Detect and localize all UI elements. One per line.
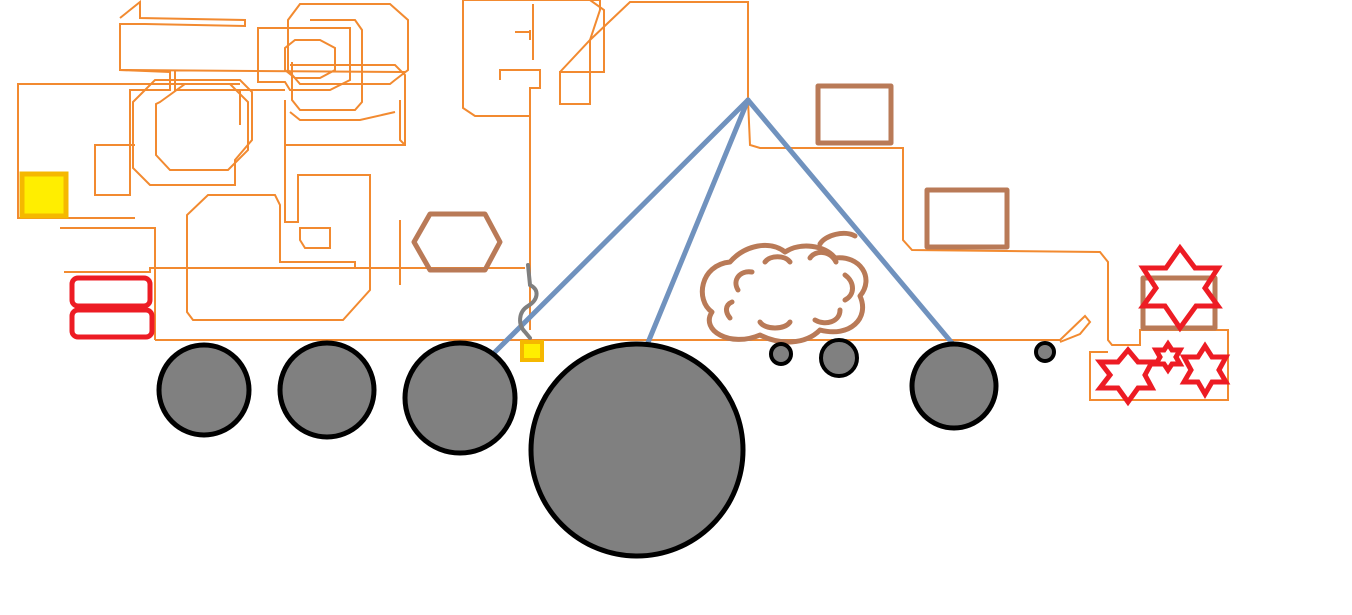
- crane-cables: [492, 97, 955, 355]
- wheel-icon: [402, 340, 518, 456]
- chassis-line: [155, 314, 1092, 343]
- cab-scribble-6: [291, 19, 363, 111]
- cable-left: [492, 97, 751, 355]
- wheel-icon: [528, 341, 746, 559]
- cable-right: [745, 97, 955, 346]
- star-icon: [1151, 339, 1185, 375]
- window-icon: [815, 83, 894, 146]
- lamps: [19, 171, 544, 362]
- hexagon-icon: [411, 211, 503, 273]
- wheel-icon: [909, 341, 999, 431]
- wheel-icon: [1034, 341, 1056, 363]
- cab-top-box: [462, 0, 605, 117]
- vehicle-frame: [17, 0, 1229, 401]
- lamp-icon: [19, 171, 69, 219]
- front-body-outline: [17, 83, 525, 340]
- red-details: [69, 243, 1231, 407]
- cloud-icon: [699, 230, 869, 345]
- hook-icon: [518, 263, 539, 340]
- cab-scribble-2: [155, 83, 249, 171]
- star-icon: [1179, 341, 1231, 399]
- wheels: [156, 338, 1056, 559]
- taillight-top: [69, 275, 153, 309]
- star-icon: [1138, 243, 1223, 333]
- cab-scribble-3: [132, 79, 253, 186]
- cab-scribble-10: [119, 69, 406, 285]
- cab-scribble-8: [186, 64, 406, 321]
- cable-middle: [644, 97, 751, 348]
- cab-vertical: [499, 4, 541, 330]
- taillight-bottom: [69, 307, 155, 340]
- wheel-icon: [769, 342, 793, 366]
- star-icon: [1094, 346, 1157, 407]
- wheel-icon: [819, 338, 859, 378]
- rear-body-outline: [559, 1, 1229, 401]
- wheel-icon: [277, 340, 377, 440]
- brown-details: [411, 83, 1218, 345]
- cab-scribble-7: [284, 39, 336, 79]
- window-icon: [924, 187, 1010, 250]
- cab-scribble-4: [257, 27, 351, 91]
- wheel-icon: [156, 342, 252, 438]
- lamp-icon: [520, 340, 544, 362]
